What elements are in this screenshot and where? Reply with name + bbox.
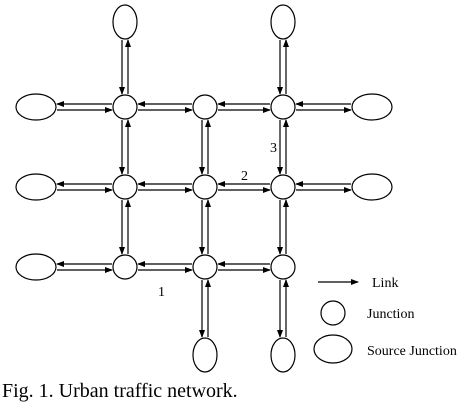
link-label-1: 1 [158, 285, 165, 300]
source-junction-left-bottom [15, 253, 57, 281]
source-junction-right-top [351, 93, 393, 121]
junction-r3-c2 [192, 254, 218, 280]
source-junction-bottom-left [192, 337, 218, 373]
junction-r2-c1 [112, 174, 138, 200]
network-links [56, 39, 352, 338]
link-label-3: 3 [270, 141, 277, 156]
junction-r3-c3 [270, 254, 296, 280]
legend-link-label: Link [372, 276, 398, 291]
junction-r1-c1 [112, 94, 138, 120]
legend-junction-symbol [320, 300, 346, 326]
source-junction-left-middle [15, 173, 57, 201]
source-junction-top-left [112, 4, 138, 40]
figure-caption: Fig. 1. Urban traffic network. [2, 380, 238, 402]
legend-junction-label: Junction [367, 307, 414, 322]
junction-r1-c2 [192, 94, 218, 120]
source-junction-right-middle [351, 173, 393, 201]
source-junction-bottom-right [270, 337, 296, 373]
junction-r2-c2 [192, 174, 218, 200]
source-junction-left-top [15, 93, 57, 121]
link-label-2: 2 [241, 169, 248, 184]
legend-source-junction-symbol [313, 334, 353, 364]
junction-r3-c1 [112, 254, 138, 280]
legend-source-junction-label: Source Junction [367, 344, 457, 359]
junction-r1-c3 [270, 94, 296, 120]
legend: Link Junction Source Junction [313, 276, 457, 364]
junction-r2-c3 [270, 174, 296, 200]
source-junction-top-right [270, 4, 296, 40]
network-nodes [15, 4, 393, 373]
